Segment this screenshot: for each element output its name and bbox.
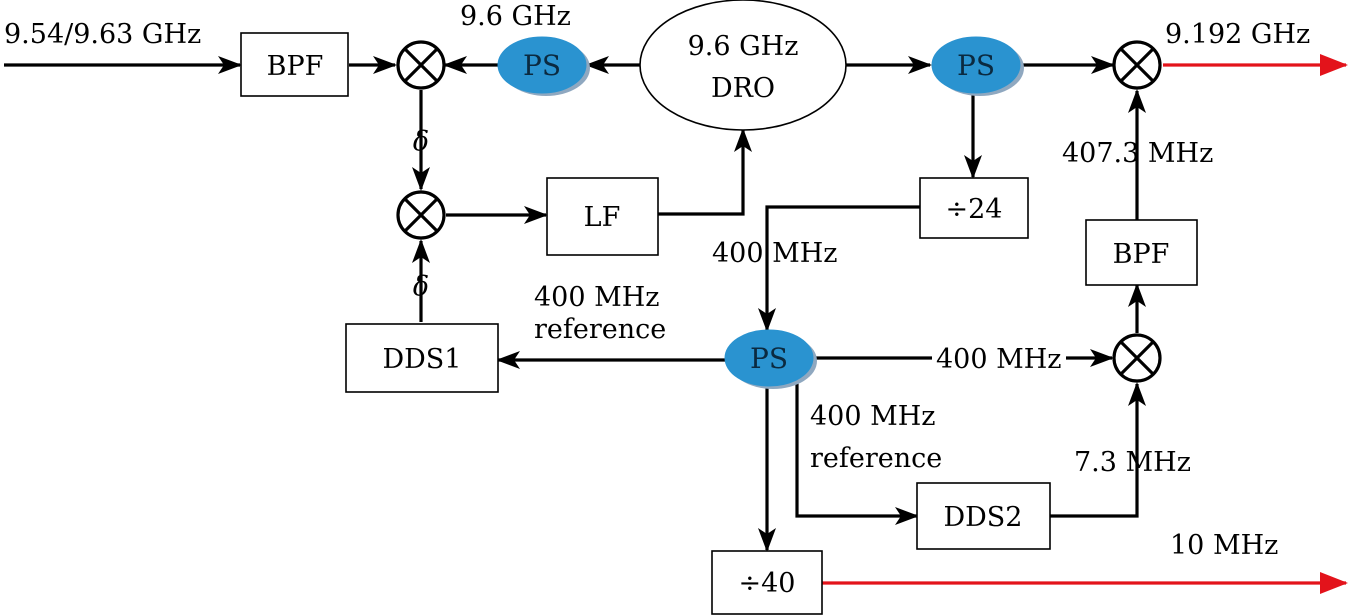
wire-lf-to-dro [658, 128, 752, 216]
mixer-4-icon [1112, 40, 1162, 90]
bpf-left-block: BPF [240, 32, 349, 97]
delta-bottom-label: δ [413, 271, 429, 302]
lf-label: LF [584, 202, 621, 233]
ps-input-frequency-label: 9.6 GHz [460, 1, 571, 32]
wires [4, 54, 1348, 594]
div24-block: ÷24 [919, 177, 1029, 239]
delta-top-label: δ [413, 126, 429, 157]
reference-left-line2: reference [534, 314, 666, 345]
mhz-10-label: 10 MHz [1170, 530, 1278, 561]
dro-block: 9.6 GHz DRO [639, 0, 847, 131]
wire-div24-to-ps3 [758, 205, 920, 332]
wire-ps3-to-dds2 [795, 372, 919, 525]
mhz-400-mid-bg [934, 343, 1066, 373]
power-splitter-2: PS [931, 36, 1024, 96]
mixer-2-icon [396, 190, 446, 240]
dds1-block: DDS1 [345, 323, 499, 393]
bpf-left-label: BPF [267, 51, 324, 82]
dds2-block: DDS2 [916, 482, 1051, 550]
bpf-right-block: BPF [1085, 219, 1198, 286]
bpf-right-label: BPF [1113, 239, 1170, 270]
mhz-400-divider-label: 400 MHz [712, 238, 838, 269]
div24-label: ÷24 [946, 194, 1003, 225]
ps2-label: PS [957, 49, 995, 82]
dds1-label: DDS1 [383, 344, 462, 375]
reference-right-line2: reference [810, 443, 942, 474]
mhz-407-label: 407.3 MHz [1062, 138, 1213, 169]
reference-right-line1: 400 MHz [810, 401, 936, 432]
mhz-7-3-label: 7.3 MHz [1074, 447, 1191, 478]
dro-label-line1: 9.6 GHz [688, 31, 799, 62]
dro-label-line2: DRO [711, 73, 775, 104]
power-splitter-1: PS [497, 36, 590, 96]
ps1-label: PS [523, 49, 561, 82]
power-splitter-3: PS [724, 329, 817, 389]
ps3-label: PS [750, 342, 788, 375]
div40-block: ÷40 [711, 550, 823, 615]
wire-dds2-to-mixer3 [1050, 382, 1146, 518]
dds2-label: DDS2 [944, 502, 1023, 533]
output-frequency-label: 9.192 GHz [1165, 19, 1310, 50]
lf-block: LF [546, 177, 659, 256]
reference-left-line1: 400 MHz [534, 282, 660, 313]
div40-label: ÷40 [739, 568, 796, 599]
input-frequency-label: 9.54/9.63 GHz [4, 19, 201, 50]
mixer-3-icon [1112, 333, 1162, 383]
mixer-1-icon [396, 40, 446, 90]
mhz-400-mid-label: 400 MHz [936, 344, 1062, 375]
